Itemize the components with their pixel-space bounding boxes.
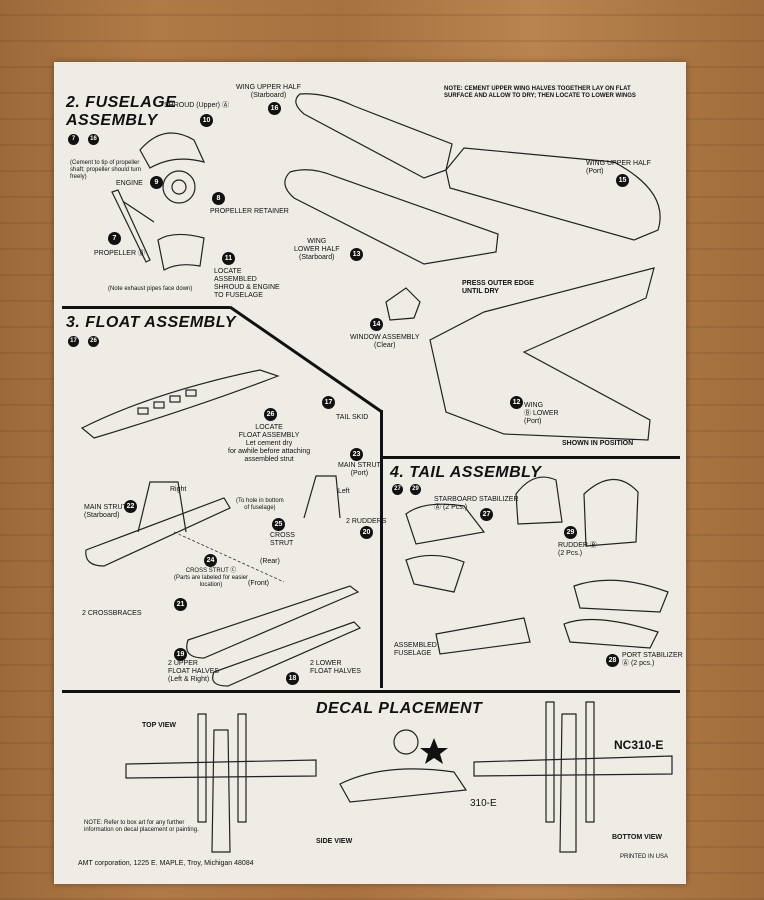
engine-label: ENGINE <box>116 180 143 187</box>
right-label: Right <box>170 486 187 493</box>
fuselage-title: 2. FUSELAGE <box>66 94 177 111</box>
rudders-number: 20 <box>360 526 373 539</box>
tail-title: 4. TAIL ASSEMBLY <box>390 464 542 481</box>
registration-small: 310-E <box>470 798 497 809</box>
company-address: AMT corporation, 1225 E. MAPLE, Troy, Mi… <box>78 860 254 867</box>
starboard-stabilizer-number: 27 <box>480 508 493 521</box>
tail-range-end: 29 <box>410 484 421 495</box>
rudders-label: 2 RUDDERS <box>346 518 387 525</box>
registration-large: NC310-E <box>614 738 664 752</box>
decal-note: NOTE: Refer to box art for any further i… <box>84 820 199 833</box>
divider-vertical <box>380 410 383 688</box>
wing-note: NOTE: CEMENT UPPER WING HALVES TOGETHER … <box>444 86 636 99</box>
rudder-label: RUDDER Ⓑ (2 Pcs.) <box>558 542 597 557</box>
cross-strut-label: CROSS STRUT <box>270 532 295 547</box>
divider-diagonal <box>229 305 383 414</box>
retainer-number: 8 <box>212 192 225 205</box>
crossbraces-number: 21 <box>174 598 187 611</box>
locate-number: 11 <box>222 252 235 265</box>
decal-title: DECAL PLACEMENT <box>316 700 483 717</box>
printed-in-usa: PRINTED IN USA <box>620 854 669 860</box>
press-edge-label: PRESS OUTER EDGE UNTIL DRY <box>462 280 534 295</box>
fuselage-range-end: 16 <box>88 134 99 145</box>
tail-range-start: 27 <box>392 484 403 495</box>
front-label: (Front) <box>248 580 269 587</box>
retainer-label: PROPELLER RETAINER <box>210 208 289 215</box>
left-label: Left <box>338 488 350 495</box>
lower-float-number: 18 <box>286 672 299 685</box>
wing-upper-port-label: WING UPPER HALF (Port) <box>586 160 651 175</box>
tail-skid-label: TAIL SKID <box>336 414 369 421</box>
upper-float-number: 19 <box>174 648 187 661</box>
rudder-number: 29 <box>564 526 577 539</box>
crossbraces-label: 2 CROSSBRACES <box>82 610 142 617</box>
window-label: WINDOW ASSEMBLY (Clear) <box>350 334 420 349</box>
wing-lower-starboard-number: 13 <box>350 248 363 261</box>
starboard-stabilizer-label: STARBOARD STABILIZER Ⓐ (2 Pcs.) <box>434 496 519 511</box>
wing-upper-port-number: 15 <box>616 174 629 187</box>
tail-skid-number: 17 <box>322 396 335 409</box>
float-range-end: 26 <box>88 336 99 347</box>
shown-in-position-label: SHOWN IN POSITION <box>562 440 634 447</box>
divider-fuselage <box>62 306 230 309</box>
locate-label: LOCATE ASSEMBLED SHROUD & ENGINE TO FUSE… <box>214 268 280 299</box>
fuselage-title-2: ASSEMBLY <box>66 112 158 129</box>
float-range-start: 17 <box>68 336 79 347</box>
side-view-label: SIDE VIEW <box>316 838 353 845</box>
lower-float-label: 2 LOWER FLOAT HALVES <box>310 660 361 675</box>
rear-label: (Rear) <box>260 558 280 565</box>
divider-decal <box>62 690 680 693</box>
locate-float-number: 26 <box>264 408 277 421</box>
bottom-view-label: BOTTOM VIEW <box>612 834 663 841</box>
fuselage-range-start: 7 <box>68 134 79 145</box>
assembled-fuselage-label: ASSEMBLED FUSELAGE <box>394 642 437 657</box>
wing-lower-port-number: 12 <box>510 396 523 409</box>
cross-strut2-label: CROSS STRUT Ⓒ (Parts are labeled for eas… <box>174 568 249 588</box>
hole-note: (To hole in bottom of fuselage) <box>236 498 284 511</box>
divider-tail <box>380 456 680 459</box>
wing-lower-port-label: WING Ⓑ LOWER (Port) <box>524 402 559 425</box>
window-number: 14 <box>370 318 383 331</box>
cross-strut2-number: 24 <box>204 554 217 567</box>
main-strut-port-number: 23 <box>350 448 363 461</box>
cement-note: (Cement to tip of propeller shaft; prope… <box>70 160 142 180</box>
main-strut-starboard-label: MAIN STRUT (Starboard) <box>84 504 127 519</box>
main-strut-port-label: MAIN STRUT (Port) <box>338 462 381 477</box>
wing-upper-starboard-label: WING UPPER HALF (Starboard) <box>236 84 301 99</box>
shroud-number: 10 <box>200 114 213 127</box>
top-view-label: TOP VIEW <box>142 722 176 729</box>
wing-lower-starboard-label: WING LOWER HALF (Starboard) <box>294 238 340 261</box>
engine-number: 9 <box>150 176 163 189</box>
exhaust-note: (Note exhaust pipes face down) <box>108 286 193 292</box>
main-strut-starboard-number: 22 <box>124 500 137 513</box>
wing-upper-starboard-number: 16 <box>268 102 281 115</box>
port-stabilizer-number: 28 <box>606 654 619 667</box>
cross-strut-number: 25 <box>272 518 285 531</box>
locate-float-label: LOCATE FLOAT ASSEMBLY Let cement dry for… <box>228 424 311 463</box>
propeller-label: PROPELLER Ⓑ <box>94 250 145 257</box>
instruction-sheet: 2. FUSELAGE ASSEMBLY 7 16 SHROUD (Upper)… <box>54 62 686 884</box>
float-title: 3. FLOAT ASSEMBLY <box>66 314 236 331</box>
propeller-number: 7 <box>108 232 121 245</box>
port-stabilizer-label: PORT STABILIZER Ⓐ (2 pcs.) <box>622 652 683 667</box>
shroud-label: SHROUD (Upper) Ⓐ <box>164 102 229 109</box>
upper-float-label: 2 UPPER FLOAT HALVES (Left & Right) <box>168 660 219 683</box>
assembly-drawings <box>80 93 673 853</box>
